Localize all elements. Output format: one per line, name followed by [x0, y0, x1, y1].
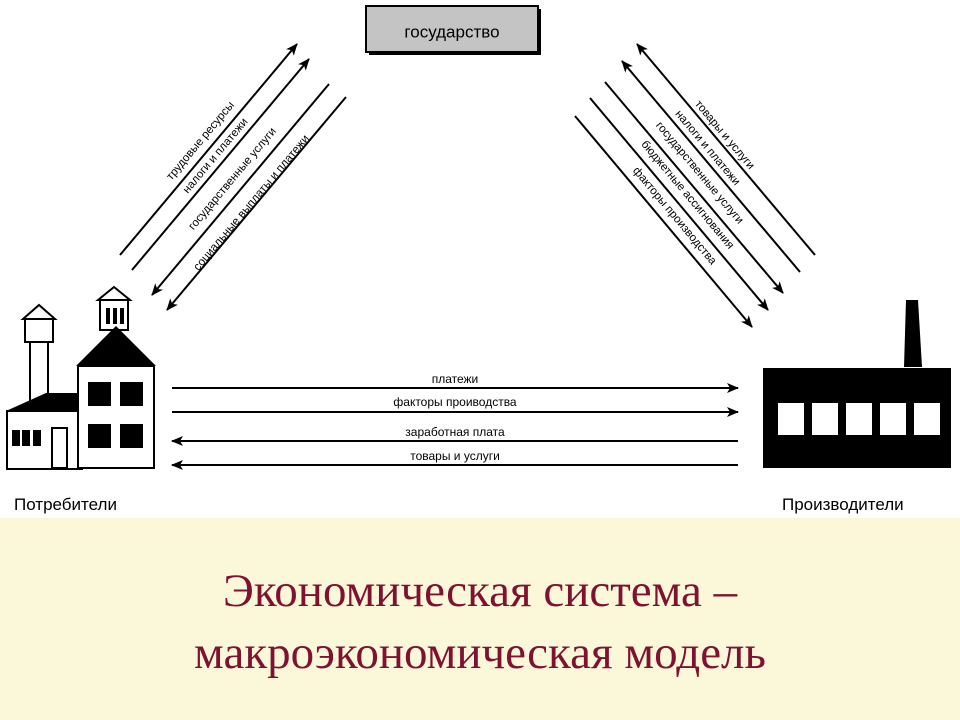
- flow-arrow: [604, 81, 784, 294]
- flow-arrow: [636, 43, 816, 256]
- consumers-label: Потребители: [14, 495, 117, 514]
- caption-line-2: макроэкономическая модель: [194, 627, 766, 679]
- flow-arrow: [621, 60, 801, 273]
- flow-label: заработная плата: [405, 425, 505, 439]
- flow-arrow: [119, 43, 298, 256]
- slide-caption: Экономическая система – макроэкономическ…: [0, 518, 960, 720]
- flow-arrow: [151, 83, 330, 296]
- bottom-flows: платежи факторы проиводства заработная п…: [171, 372, 739, 470]
- house-icon: [6, 285, 156, 470]
- economy-flow-diagram: государство Потребители Производители: [6, 5, 951, 514]
- right-flows: товары и услуги налоги и платежи государ…: [574, 43, 816, 328]
- caption-line-1: Экономическая система –: [222, 565, 738, 617]
- flow-arrow: [131, 58, 310, 271]
- government-label: государство: [404, 22, 499, 41]
- producers-label: Производители: [782, 495, 904, 514]
- flow-label: товары и услуги: [410, 449, 500, 463]
- left-flows: трудовые ресурсы налоги и платежи госуда…: [119, 43, 347, 311]
- flow-arrow: [574, 115, 753, 328]
- factory-icon: [763, 300, 951, 468]
- flow-label: платежи: [432, 372, 479, 386]
- government-node: государство: [365, 5, 541, 55]
- flow-label: факторы проиводства: [393, 395, 517, 409]
- flow-arrow: [166, 96, 347, 311]
- flow-arrow: [589, 97, 769, 311]
